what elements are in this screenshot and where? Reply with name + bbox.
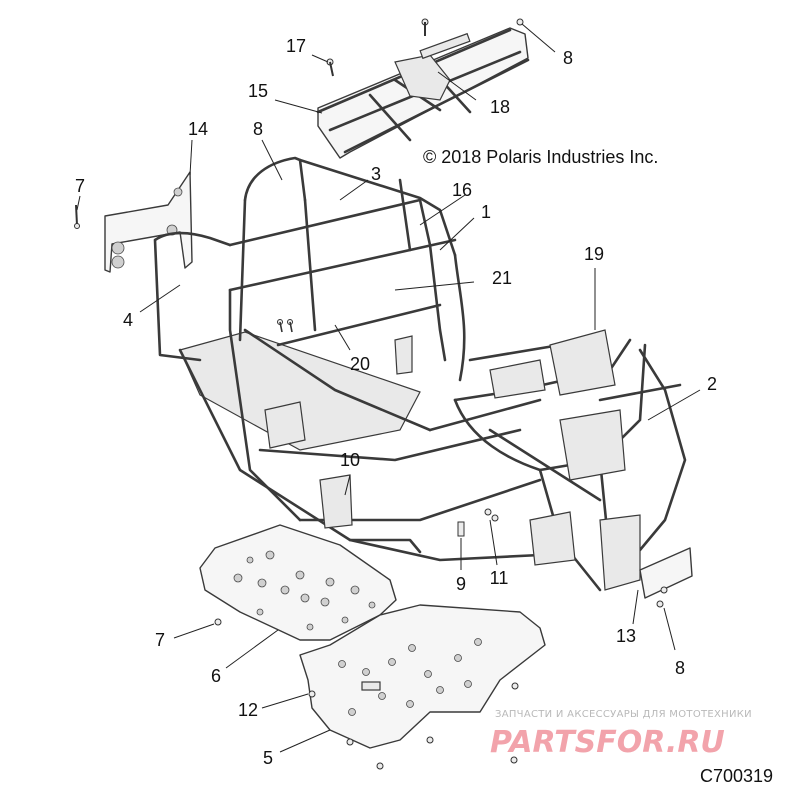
callout-label: 21 [492,268,512,288]
copyright-notice: © 2018 Polaris Industries Inc. [423,147,658,167]
callout-label: 9 [456,574,466,594]
callout-label: 7 [75,176,85,196]
callout-label: 17 [286,36,306,56]
leader-lines [76,23,701,753]
skid-plate-6 [199,524,397,641]
watermark-tagline: ЗАПЧАСТИ И АКСЕССУАРЫ ДЛЯ МОТОТЕХНИКИ [495,709,752,720]
callout-label: 3 [371,164,381,184]
main-frame [153,156,693,608]
callout-label: 1 [481,202,491,222]
callout-label: 16 [452,180,472,200]
callout-label: 18 [490,97,510,117]
upper-crossmember-assembly [316,18,530,159]
callout-label: 4 [123,310,133,330]
fastener-12 [308,690,316,698]
callout-label: 14 [188,119,208,139]
callout-label: 7 [155,630,165,650]
callout-label: 6 [211,666,221,686]
callout-labels: 17 8 15 18 14 8 3 16 7 1 19 21 4 20 2 10… [75,36,717,768]
callout-label: 15 [248,81,268,101]
skid-plate-5 [299,604,546,770]
fastener-7 [214,618,222,626]
callout-label: 8 [563,48,573,68]
callout-label: 2 [707,374,717,394]
callout-label: 8 [675,658,685,678]
callout-label: 10 [340,450,360,470]
watermark-brand: PARTSFOR.RU [490,725,725,760]
callout-label: 13 [616,626,636,646]
callout-label: 8 [253,119,263,139]
callout-label: 19 [584,244,604,264]
left-side-bracket [74,171,193,273]
callout-label: 20 [350,354,370,374]
callout-label: 5 [263,748,273,768]
callout-label: 11 [490,568,509,588]
callout-label: 12 [238,700,258,720]
drawing-reference: C700319 [700,766,773,786]
bolt-7 [75,204,78,226]
